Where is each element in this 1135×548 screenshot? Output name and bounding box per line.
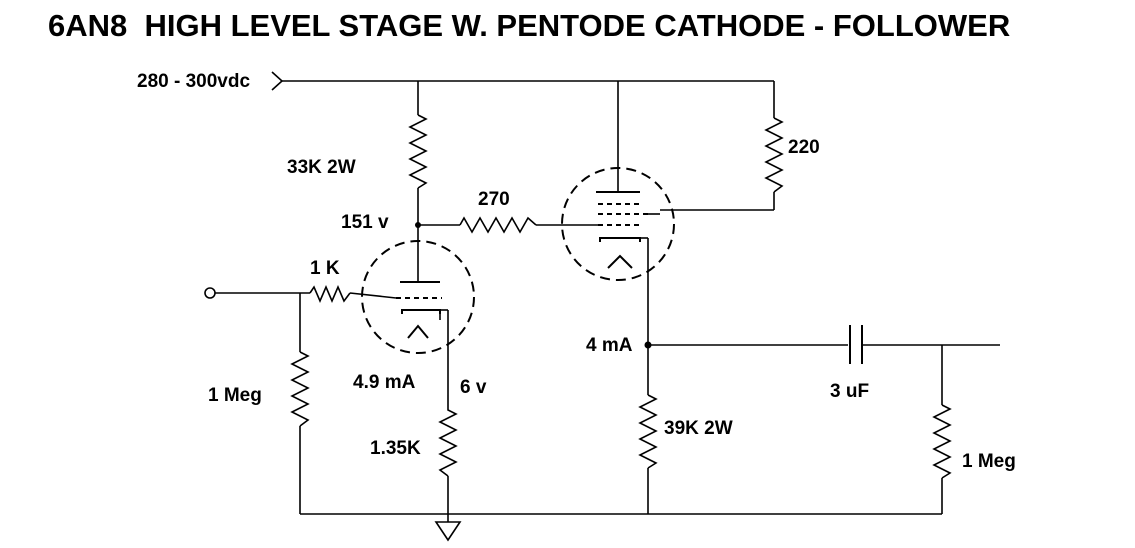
label-plate-voltage: 151 v — [341, 212, 389, 233]
plate-resistor-33k — [408, 81, 428, 282]
pentode-tube — [561, 81, 774, 345]
label-cathode-voltage: 6 v — [460, 377, 487, 398]
label-pentode-current: 4 mA — [586, 335, 633, 356]
label-pentode-grid-resistor: 270 — [478, 189, 510, 210]
cathode-resistor-1-35k — [438, 395, 458, 514]
label-plate-resistor: 33K 2W — [287, 157, 356, 178]
ground-bus — [300, 513, 942, 542]
output-capacitor-3uf — [648, 325, 1000, 364]
diagram-title: 6AN8 HIGH LEVEL STAGE W. PENTODE CATHODE… — [48, 8, 1011, 43]
label-input-resistor: 1 Meg — [208, 385, 262, 406]
label-output-resistor: 1 Meg — [962, 451, 1016, 472]
label-triode-current: 4.9 mA — [353, 372, 416, 393]
label-screen-resistor: 220 — [788, 137, 820, 158]
label-output-capacitor: 3 uF — [830, 381, 869, 402]
output-resistor-1meg — [932, 345, 952, 514]
input-resistor-1meg — [290, 293, 310, 514]
input-network — [204, 284, 397, 304]
label-cathode-load-resistor: 39K 2W — [664, 418, 733, 439]
screen-resistor-220 — [764, 117, 784, 210]
triode-tube — [361, 240, 475, 395]
pentode-grid-resistor-270 — [418, 216, 598, 234]
cathode-load-resistor-39k — [638, 345, 658, 514]
label-grid-stopper: 1 K — [310, 258, 340, 279]
supply-rail — [271, 71, 775, 118]
label-supply: 280 - 300vdc — [137, 71, 250, 92]
label-cathode-resistor: 1.35K — [370, 438, 421, 459]
